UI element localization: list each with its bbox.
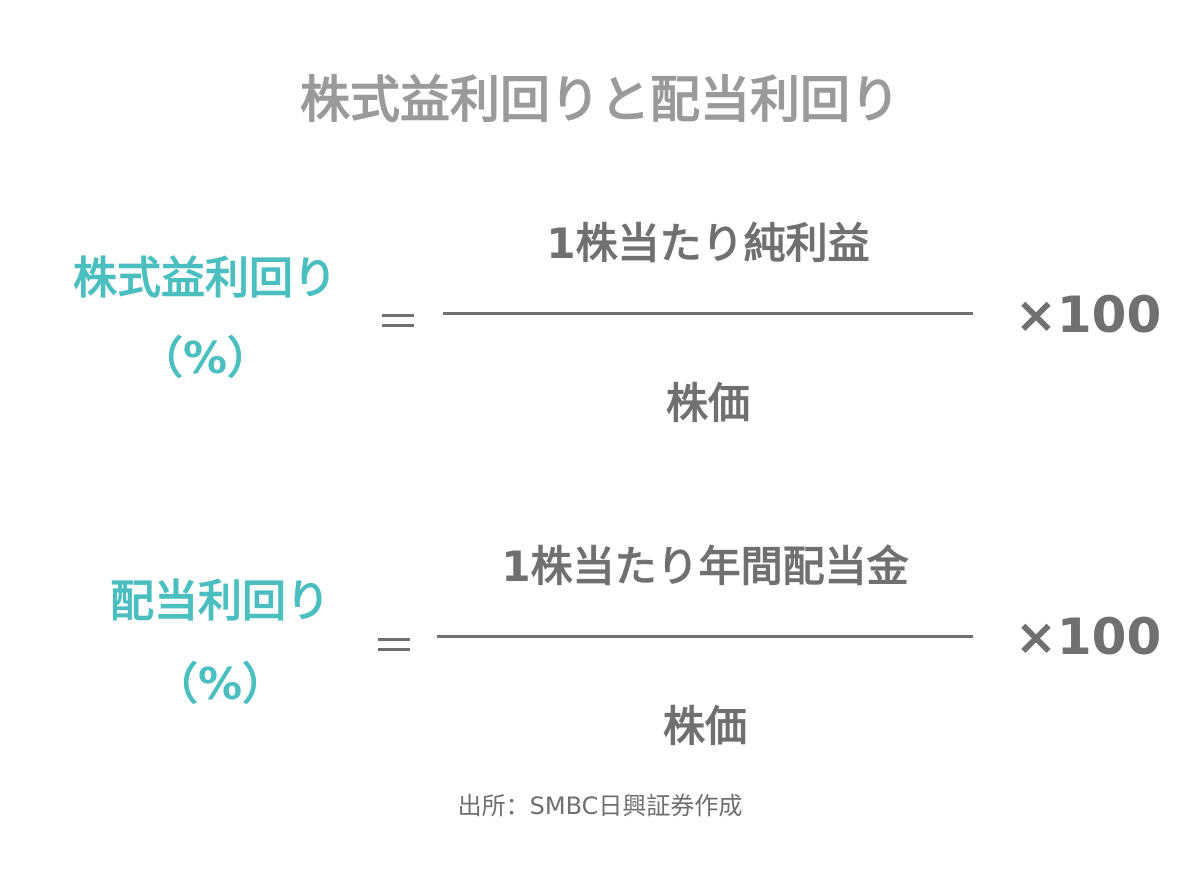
denominator: 株価 xyxy=(662,702,747,751)
formula-unit: （%） xyxy=(138,333,272,384)
formula-label: 株式益利回り xyxy=(73,253,337,304)
numerator: 1株当たり純利益 xyxy=(546,219,870,268)
formula-label: 配当利回り xyxy=(110,576,330,627)
equals-sign: ＝ xyxy=(372,621,416,672)
multiplier: ×100 xyxy=(1015,286,1162,344)
equals-sign: ＝ xyxy=(376,297,420,348)
numerator: 1株当たり年間配当金 xyxy=(501,542,909,591)
fraction-line xyxy=(437,635,973,638)
denominator: 株価 xyxy=(665,379,750,428)
formula-unit: （%） xyxy=(153,659,287,710)
multiplier: ×100 xyxy=(1015,608,1162,666)
diagram-title: 株式益利回りと配当利回り xyxy=(300,71,900,129)
fraction-line xyxy=(443,312,973,315)
source-note: 出所：SMBC日興証券作成 xyxy=(457,792,743,820)
